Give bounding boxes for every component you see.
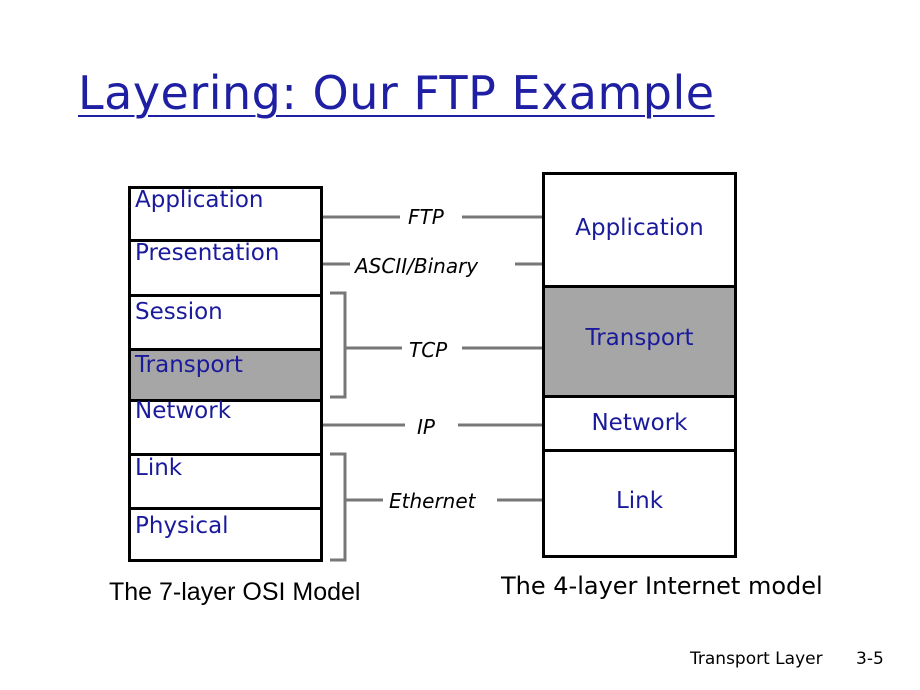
osi-layer-label: Session [135, 299, 223, 325]
inet-layer-label: Link [615, 488, 664, 514]
osi-layer-label: Network [135, 398, 232, 424]
osi-layer-transport: Transport [128, 348, 323, 402]
internet-stack: Application Transport Network Link [542, 172, 737, 558]
internet-caption: The 4-layer Internet model [501, 572, 823, 600]
osi-layer-link: Link [128, 453, 323, 510]
inet-layer-label: Application [575, 215, 704, 241]
slide-title: Layering: Our FTP Example [78, 66, 715, 120]
connector-label-ethernet: Ethernet [389, 489, 476, 513]
osi-layer-network: Network [128, 398, 323, 456]
tcp-bracket [330, 291, 347, 399]
ethernet-bracket [330, 452, 347, 562]
connector-label-ascii-binary: ASCII/Binary [355, 254, 479, 278]
inet-layer-label: Transport [585, 325, 694, 351]
osi-layer-application: Application [128, 186, 323, 242]
footer-page-number: 3-5 [856, 649, 884, 669]
osi-stack: Application Presentation Session Transpo… [128, 186, 323, 562]
osi-layer-physical: Physical [128, 507, 323, 562]
osi-layer-label: Application [135, 187, 264, 213]
osi-layer-label: Transport [135, 352, 243, 378]
osi-layer-presentation: Presentation [128, 239, 323, 297]
connector-label-ftp: FTP [408, 205, 444, 229]
inet-layer-application: Application [542, 172, 737, 288]
connector-label-ip: IP [417, 415, 435, 439]
osi-layer-label: Link [135, 455, 183, 481]
osi-layer-label: Presentation [135, 240, 280, 266]
inet-layer-link: Link [542, 449, 737, 558]
connector-label-tcp: TCP [409, 338, 448, 362]
osi-layer-session: Session [128, 294, 323, 351]
osi-layer-label: Physical [135, 513, 229, 539]
footer-section: Transport Layer [690, 649, 823, 669]
osi-caption: The 7-layer OSI Model [109, 578, 361, 606]
inet-layer-network: Network [542, 395, 737, 452]
inet-layer-label: Network [591, 410, 688, 436]
inet-layer-transport: Transport [542, 285, 737, 398]
